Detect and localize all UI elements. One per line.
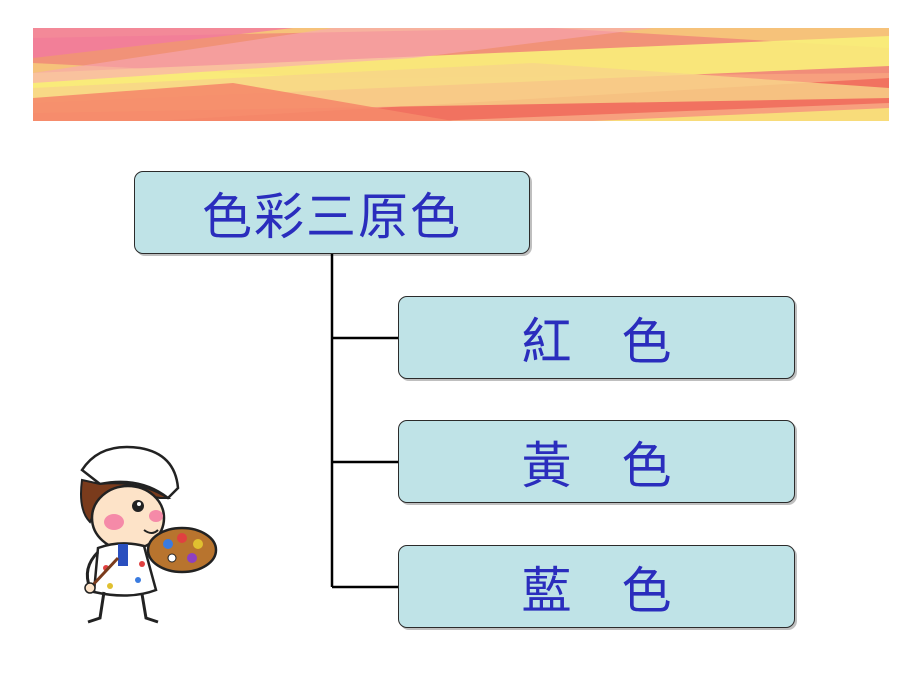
- child-node-label: 藍 色: [521, 561, 672, 620]
- root-node: 色彩三原色: [134, 171, 530, 254]
- child-node-label: 黃 色: [521, 436, 672, 495]
- banner-stripes-icon: [33, 28, 889, 121]
- child-node-red: 紅 色: [398, 296, 795, 379]
- child-node-label: 紅 色: [521, 312, 672, 371]
- painter-icon: [60, 440, 220, 630]
- root-node-label: 色彩三原色: [202, 187, 462, 246]
- decorative-banner: [33, 28, 889, 121]
- child-node-blue: 藍 色: [398, 545, 795, 628]
- child-node-yellow: 黃 色: [398, 420, 795, 503]
